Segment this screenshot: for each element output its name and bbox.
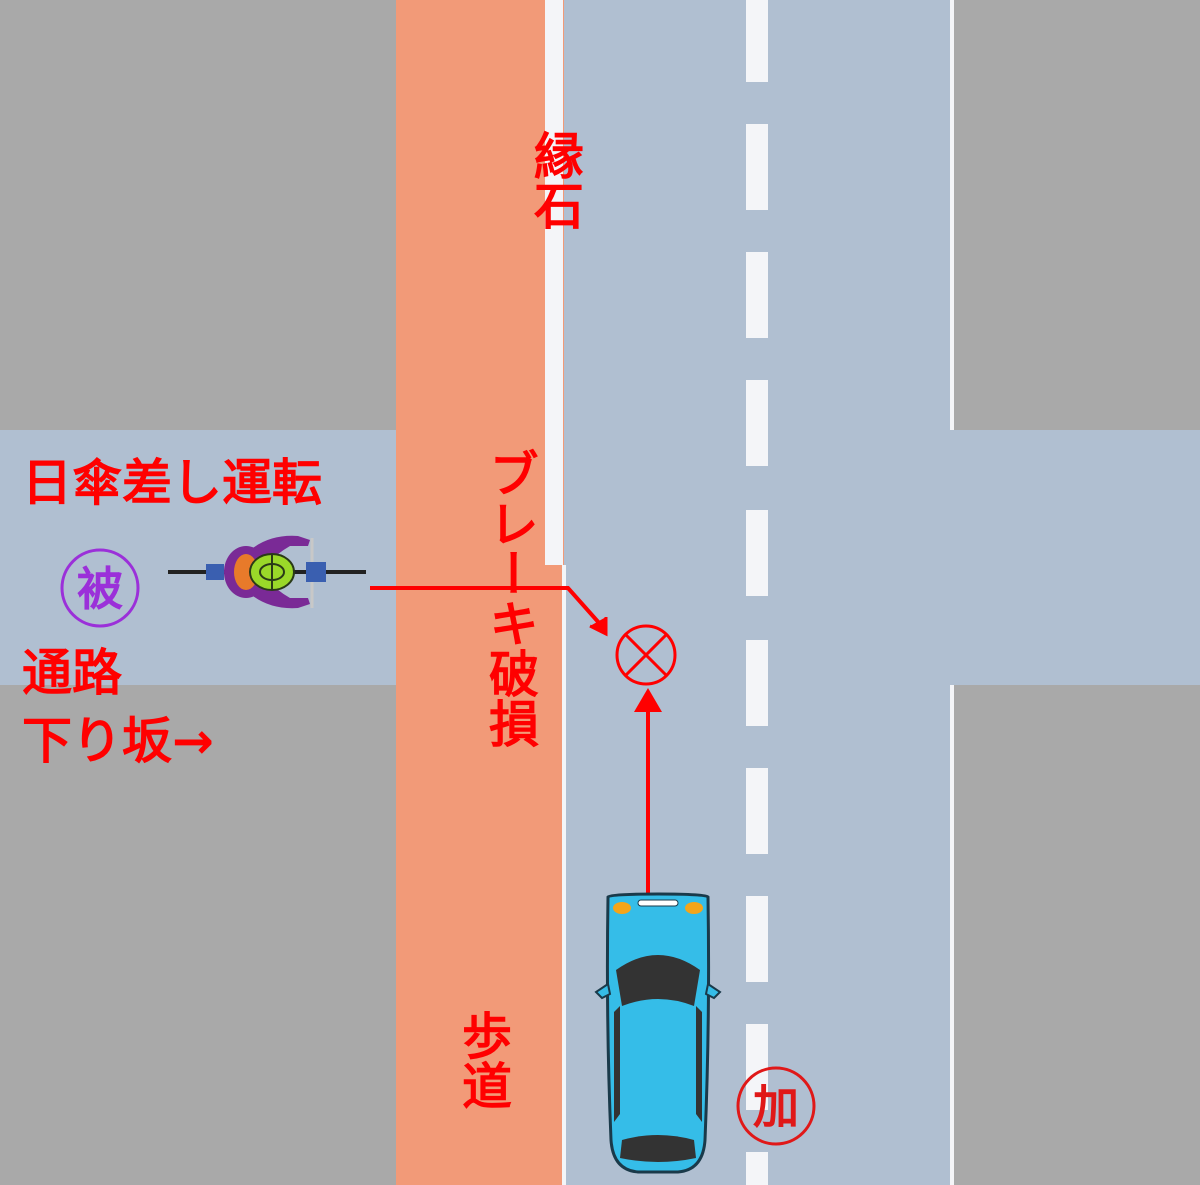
road-edge-line-left [562, 565, 566, 1185]
road-edge-line-right-top [950, 0, 954, 430]
lane-dash [746, 640, 768, 726]
sidewalk [396, 0, 564, 1185]
collision-point-icon [615, 624, 677, 686]
lane-dash [746, 510, 768, 596]
downhill-label: 下り坂→ [22, 712, 214, 770]
passage-label: 通路 [22, 644, 123, 702]
lane-dash [746, 1024, 768, 1110]
brake-failure-label: ブレーキ破損 [481, 448, 539, 748]
lane-dash [746, 896, 768, 982]
road-edge-line-right-bottom [950, 685, 954, 1185]
sidewalk-label: 歩道 [454, 1010, 512, 1110]
victim-mark: 被 [60, 548, 140, 628]
lane-dash [746, 1152, 768, 1185]
victim-mark-text: 被 [77, 562, 123, 616]
cyclist-top-view-icon [168, 535, 366, 609]
center-dashed-line [746, 0, 768, 1185]
lane-dash [746, 252, 768, 338]
side-road-right [950, 430, 1200, 685]
lane-dash [746, 380, 768, 466]
perpetrator-mark-text: 加 [753, 1080, 799, 1134]
car-path-arrow [634, 688, 662, 895]
curb-line [545, 0, 563, 565]
cyclist-path-arrow [370, 586, 608, 637]
lane-dash [746, 0, 768, 82]
perpetrator-mark: 加 [736, 1066, 816, 1146]
umbrella-riding-label: 日傘差し運転 [22, 454, 322, 512]
side-passage-left [0, 430, 400, 685]
lane-dash [746, 768, 768, 854]
curb-label: 縁石 [526, 130, 584, 230]
lane-dash [746, 124, 768, 210]
car-top-view-icon [594, 892, 722, 1174]
